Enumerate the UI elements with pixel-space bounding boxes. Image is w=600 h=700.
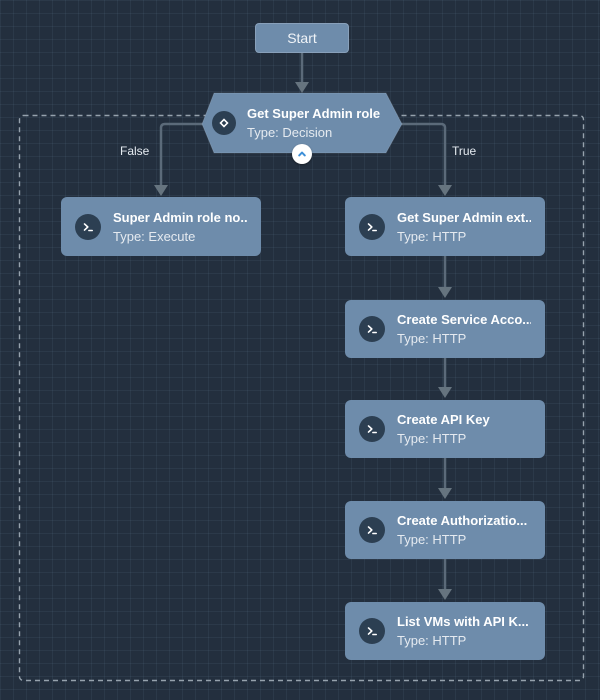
node-subtitle: Type: Decision xyxy=(247,125,333,140)
arrowhead xyxy=(438,589,452,600)
branch-label-false: False xyxy=(120,144,150,158)
node-title: Create Authorizatio... xyxy=(397,513,528,528)
arrowhead xyxy=(295,82,309,93)
terminal-icon xyxy=(75,213,101,240)
arrowhead xyxy=(438,488,452,499)
terminal-icon xyxy=(359,618,385,644)
arrowhead xyxy=(438,185,452,196)
arrowhead xyxy=(154,185,168,196)
node-subtitle: Type: HTTP xyxy=(397,228,467,244)
node-title: Get Super Admin ext... xyxy=(397,209,531,225)
node-subtitle: Type: HTTP xyxy=(397,532,467,547)
start-node-label: Start xyxy=(287,30,317,46)
node-subtitle: Type: HTTP xyxy=(397,431,467,446)
node-subtitle: Type: Execute xyxy=(113,228,196,244)
terminal-icon xyxy=(359,316,385,342)
connector-true-branch xyxy=(400,122,447,186)
node-title: List VMs with API K... xyxy=(397,614,529,629)
arrowhead xyxy=(438,387,452,398)
terminal-icon xyxy=(359,517,385,543)
node-title: Create Service Acco... xyxy=(397,312,531,327)
decision-node[interactable]: Get Super Admin role Type: Decision xyxy=(212,99,394,147)
node-subtitle: Type: HTTP xyxy=(397,633,467,648)
node-title: Get Super Admin role xyxy=(247,106,381,121)
collapse-branches-toggle[interactable] xyxy=(292,144,312,164)
workflow-node-get-super-admin-ext[interactable]: Get Super Admin ext... Type: HTTP xyxy=(345,197,545,256)
terminal-icon xyxy=(359,213,385,240)
terminal-icon xyxy=(359,416,385,442)
decision-diamond-icon xyxy=(212,111,236,135)
workflow-node-create-service-account[interactable]: Create Service Acco... Type: HTTP xyxy=(345,300,545,358)
node-title: Super Admin role no... xyxy=(113,209,247,225)
arrowhead xyxy=(438,287,452,298)
decision-hexagon-shape[interactable] xyxy=(201,92,403,154)
node-subtitle: Type: HTTP xyxy=(397,331,467,346)
connector-false-branch xyxy=(159,122,204,186)
workflow-node-super-admin-role-not-found[interactable]: Super Admin role no... Type: Execute xyxy=(61,197,261,256)
workflow-node-create-authorization[interactable]: Create Authorizatio... Type: HTTP xyxy=(345,501,545,559)
start-node[interactable]: Start xyxy=(255,23,349,53)
workflow-node-create-api-key[interactable]: Create API Key Type: HTTP xyxy=(345,400,545,458)
branch-label-true: True xyxy=(452,144,477,158)
chevron-up-icon xyxy=(298,151,306,157)
decision-scope-dashed-border xyxy=(18,114,585,682)
decision-node-text: Get Super Admin role Type: Decision xyxy=(247,104,380,142)
workflow-node-list-vms-with-api-key[interactable]: List VMs with API K... Type: HTTP xyxy=(345,602,545,660)
node-title: Create API Key xyxy=(397,412,490,427)
